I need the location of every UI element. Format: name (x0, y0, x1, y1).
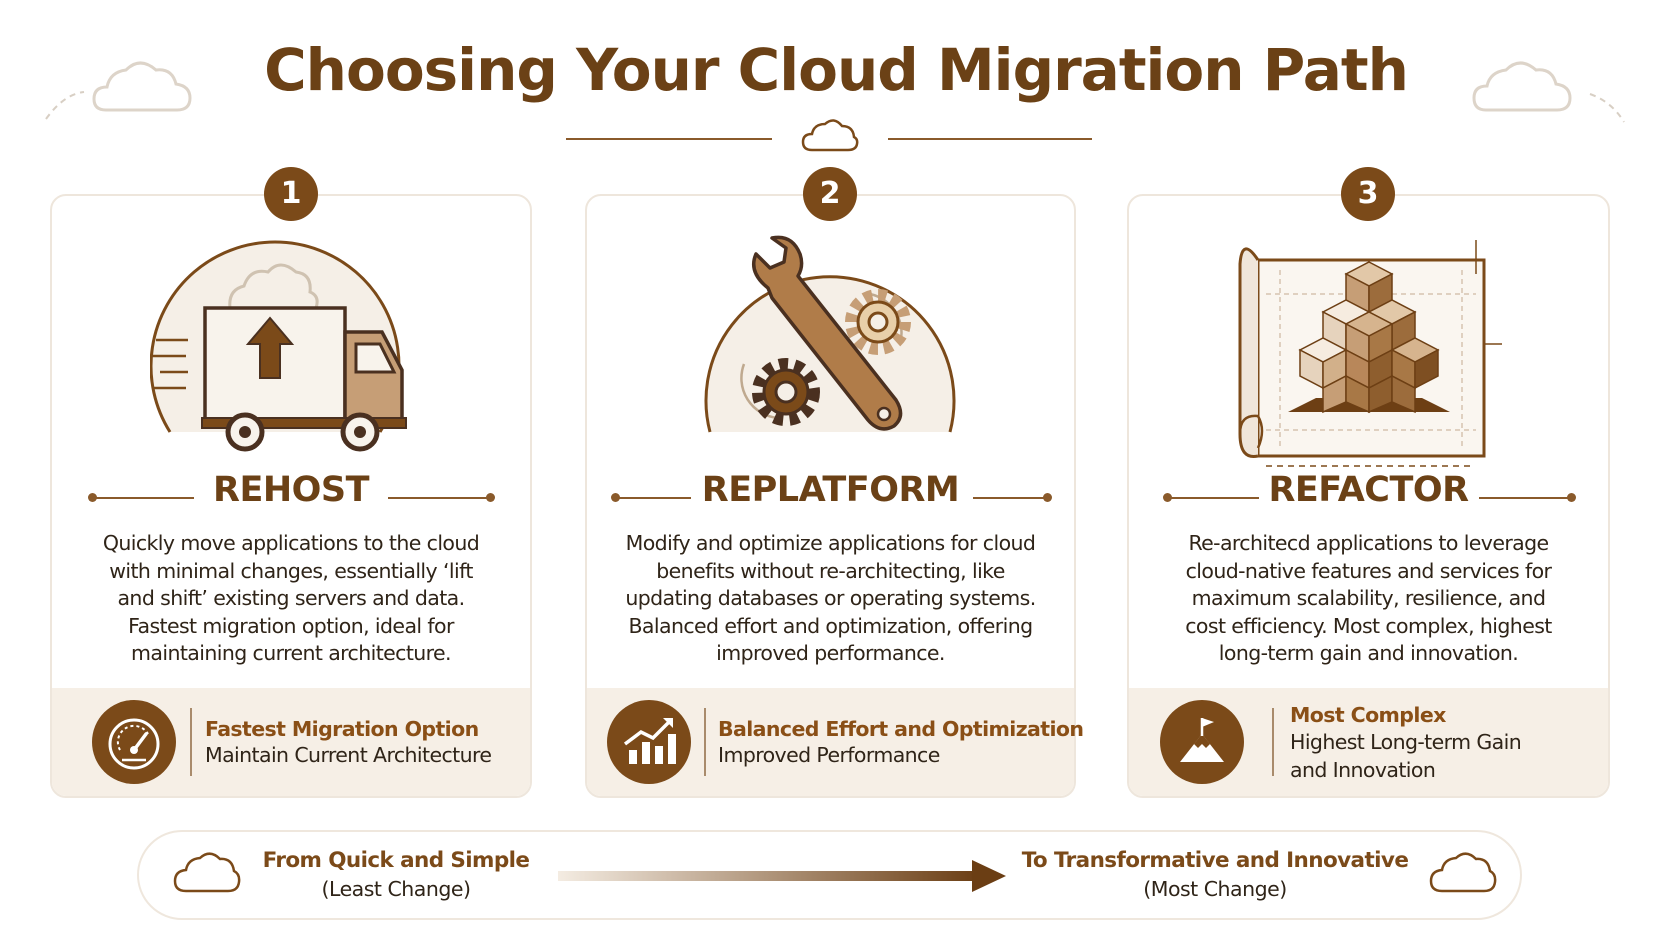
title-rule-left (566, 138, 772, 140)
banner-end-title: To Transformative and Innovative (1021, 848, 1409, 873)
footer-detail: Highest Long-term Gain and Innovation (1290, 730, 1522, 782)
card-heading-row: REHOST (50, 470, 532, 514)
card-rehost (50, 194, 532, 798)
card-description: Re-architecd applications to leverage cl… (1185, 531, 1552, 665)
card-heading-row: REPLATFORM (585, 470, 1076, 514)
step-badge-1: 1 (264, 167, 318, 221)
footer-highlight: Balanced Effort and Optimization (718, 717, 1084, 741)
mountain-flag-icon (1160, 700, 1244, 784)
cloud-icon (173, 852, 241, 893)
progression-arrow-icon (558, 860, 1006, 892)
footer-detail: Improved Performance (718, 743, 940, 767)
banner-start-title: From Quick and Simple (262, 848, 530, 873)
card-description: Quickly move applications to the cloud w… (102, 531, 480, 665)
card-heading: REPLATFORM (701, 470, 960, 510)
footer-separator (704, 708, 706, 776)
wrench-gears-icon (704, 235, 956, 433)
card-heading-row: REFACTOR (1127, 470, 1610, 514)
cloud-right-icon (1472, 61, 1625, 123)
title-rule-right (888, 138, 1092, 140)
blueprint-cubes-icon (1238, 240, 1502, 467)
page-title: Choosing Your Cloud Migration Path (264, 36, 1409, 104)
step-badge-3: 3 (1341, 167, 1395, 221)
card-description: Modify and optimize applications for clo… (625, 531, 1036, 665)
card-heading: REHOST (213, 470, 370, 510)
footer-detail: Maintain Current Architecture (205, 743, 492, 767)
step-badge-2: 2 (803, 167, 857, 221)
card-heading: REFACTOR (1268, 470, 1469, 510)
growth-chart-icon (607, 700, 691, 784)
speedometer-icon (92, 700, 176, 784)
banner-end-subtitle: (Most Change) (1143, 877, 1287, 901)
footer-highlight: Fastest Migration Option (205, 717, 479, 741)
title-cloud-icon (801, 119, 859, 152)
footer-highlight: Most Complex (1290, 703, 1446, 727)
footer-separator (190, 708, 192, 776)
banner-start-subtitle: (Least Change) (321, 877, 471, 901)
moving-truck-icon (150, 240, 407, 452)
footer-separator (1272, 708, 1274, 776)
cloud-left-icon (45, 61, 192, 120)
cloud-icon (1429, 852, 1497, 893)
